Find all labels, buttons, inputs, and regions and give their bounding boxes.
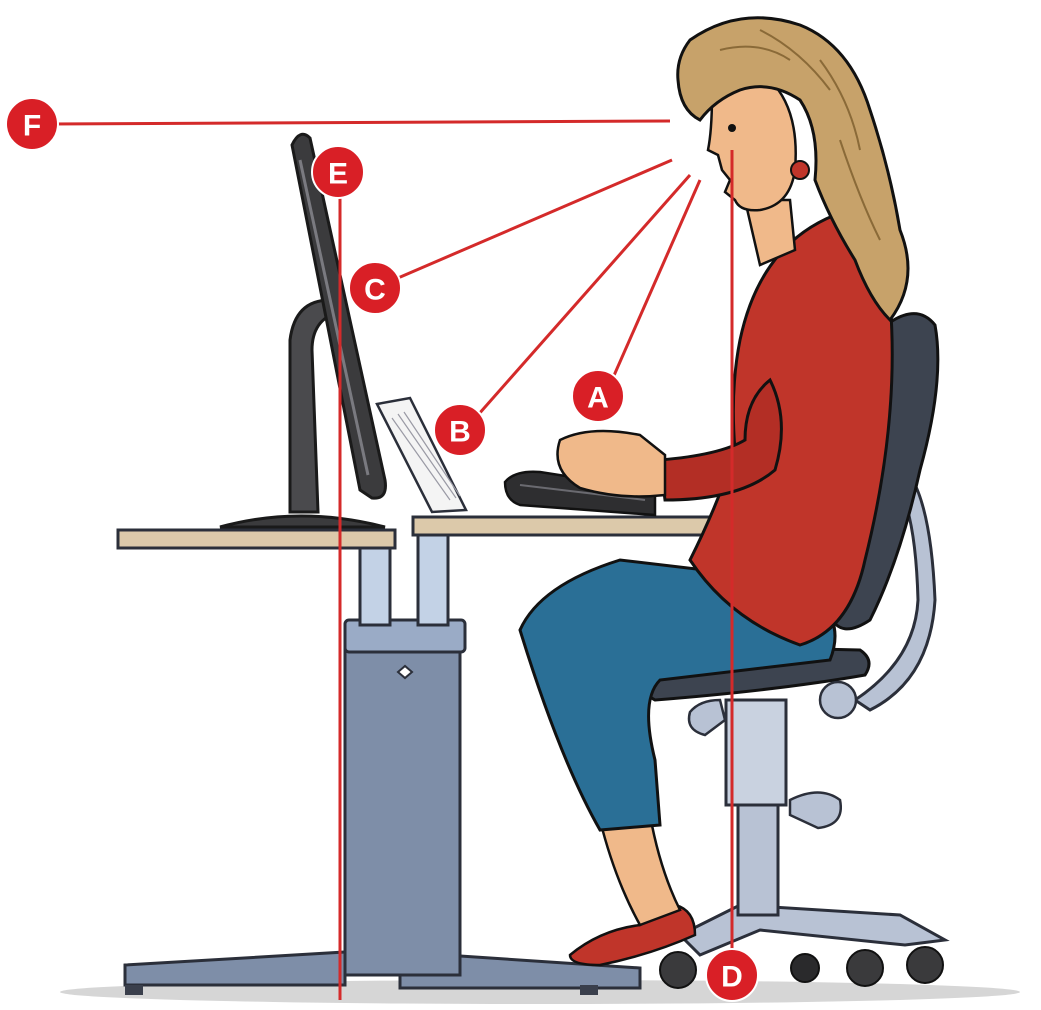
eye	[728, 124, 736, 132]
marker-f-label: F	[23, 110, 41, 143]
desk-upright-right	[418, 535, 448, 625]
desk-glide	[125, 985, 143, 995]
monitor-base	[220, 516, 385, 527]
chair-caster	[847, 950, 883, 986]
chair-cylinder	[726, 700, 786, 805]
desk-upright-left	[360, 545, 390, 625]
chair-knob	[689, 700, 725, 735]
chair-caster	[907, 947, 943, 983]
desktop-rear	[118, 530, 395, 548]
chair-caster	[791, 954, 819, 982]
marker-e: E	[312, 146, 364, 198]
marker-b-label: B	[449, 416, 471, 449]
marker-c-label: C	[364, 274, 386, 307]
desk-column	[345, 640, 460, 975]
desk-foot-left	[125, 952, 345, 985]
marker-c: C	[349, 262, 401, 314]
line-c-sight	[398, 160, 672, 278]
marker-e-label: E	[328, 158, 348, 191]
marker-b: B	[434, 404, 486, 456]
line-f-horizontal	[50, 121, 670, 124]
marker-f: F	[6, 98, 58, 150]
marker-d: D	[706, 949, 758, 1001]
desk-glide	[580, 985, 598, 995]
line-a-sight	[612, 180, 700, 380]
marker-a-label: A	[587, 382, 609, 415]
chair-caster	[660, 952, 696, 988]
chair-lever	[790, 793, 841, 829]
marker-d-label: D	[721, 961, 743, 994]
earring	[791, 161, 809, 179]
chair-armrest-knob	[820, 682, 856, 718]
lower-leg	[600, 815, 680, 925]
monitor	[220, 134, 385, 527]
chair-base	[680, 905, 945, 955]
marker-a: A	[572, 370, 624, 422]
chair-gas-column	[738, 800, 778, 915]
